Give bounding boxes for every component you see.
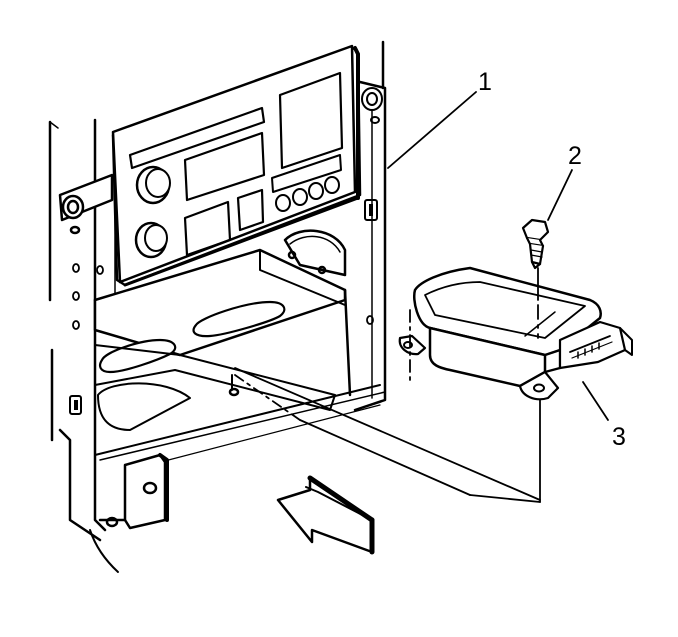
wiring-line [89, 529, 119, 573]
speaker-opening [283, 229, 347, 277]
horizontal-strap [58, 173, 114, 235]
sensor-module [398, 266, 633, 401]
callout-1: 1 [478, 68, 492, 96]
mounting-tray [93, 248, 386, 471]
left-mounting-bracket [48, 118, 116, 542]
bracket-holes [69, 199, 378, 415]
leader-2 [547, 169, 573, 221]
right-rail [353, 40, 387, 412]
radio-faceplate [111, 44, 362, 287]
callout-3: 3 [612, 423, 626, 451]
installation-arrow [276, 475, 375, 555]
bolt-fastener [521, 218, 550, 270]
leader-1 [387, 91, 477, 169]
leader-lines [387, 91, 609, 421]
callout-2: 2 [568, 142, 582, 170]
lower-bracket-foot [98, 453, 169, 530]
top-right-bolt [361, 87, 383, 124]
alignment-lines [234, 267, 541, 503]
leader-3 [582, 381, 609, 421]
